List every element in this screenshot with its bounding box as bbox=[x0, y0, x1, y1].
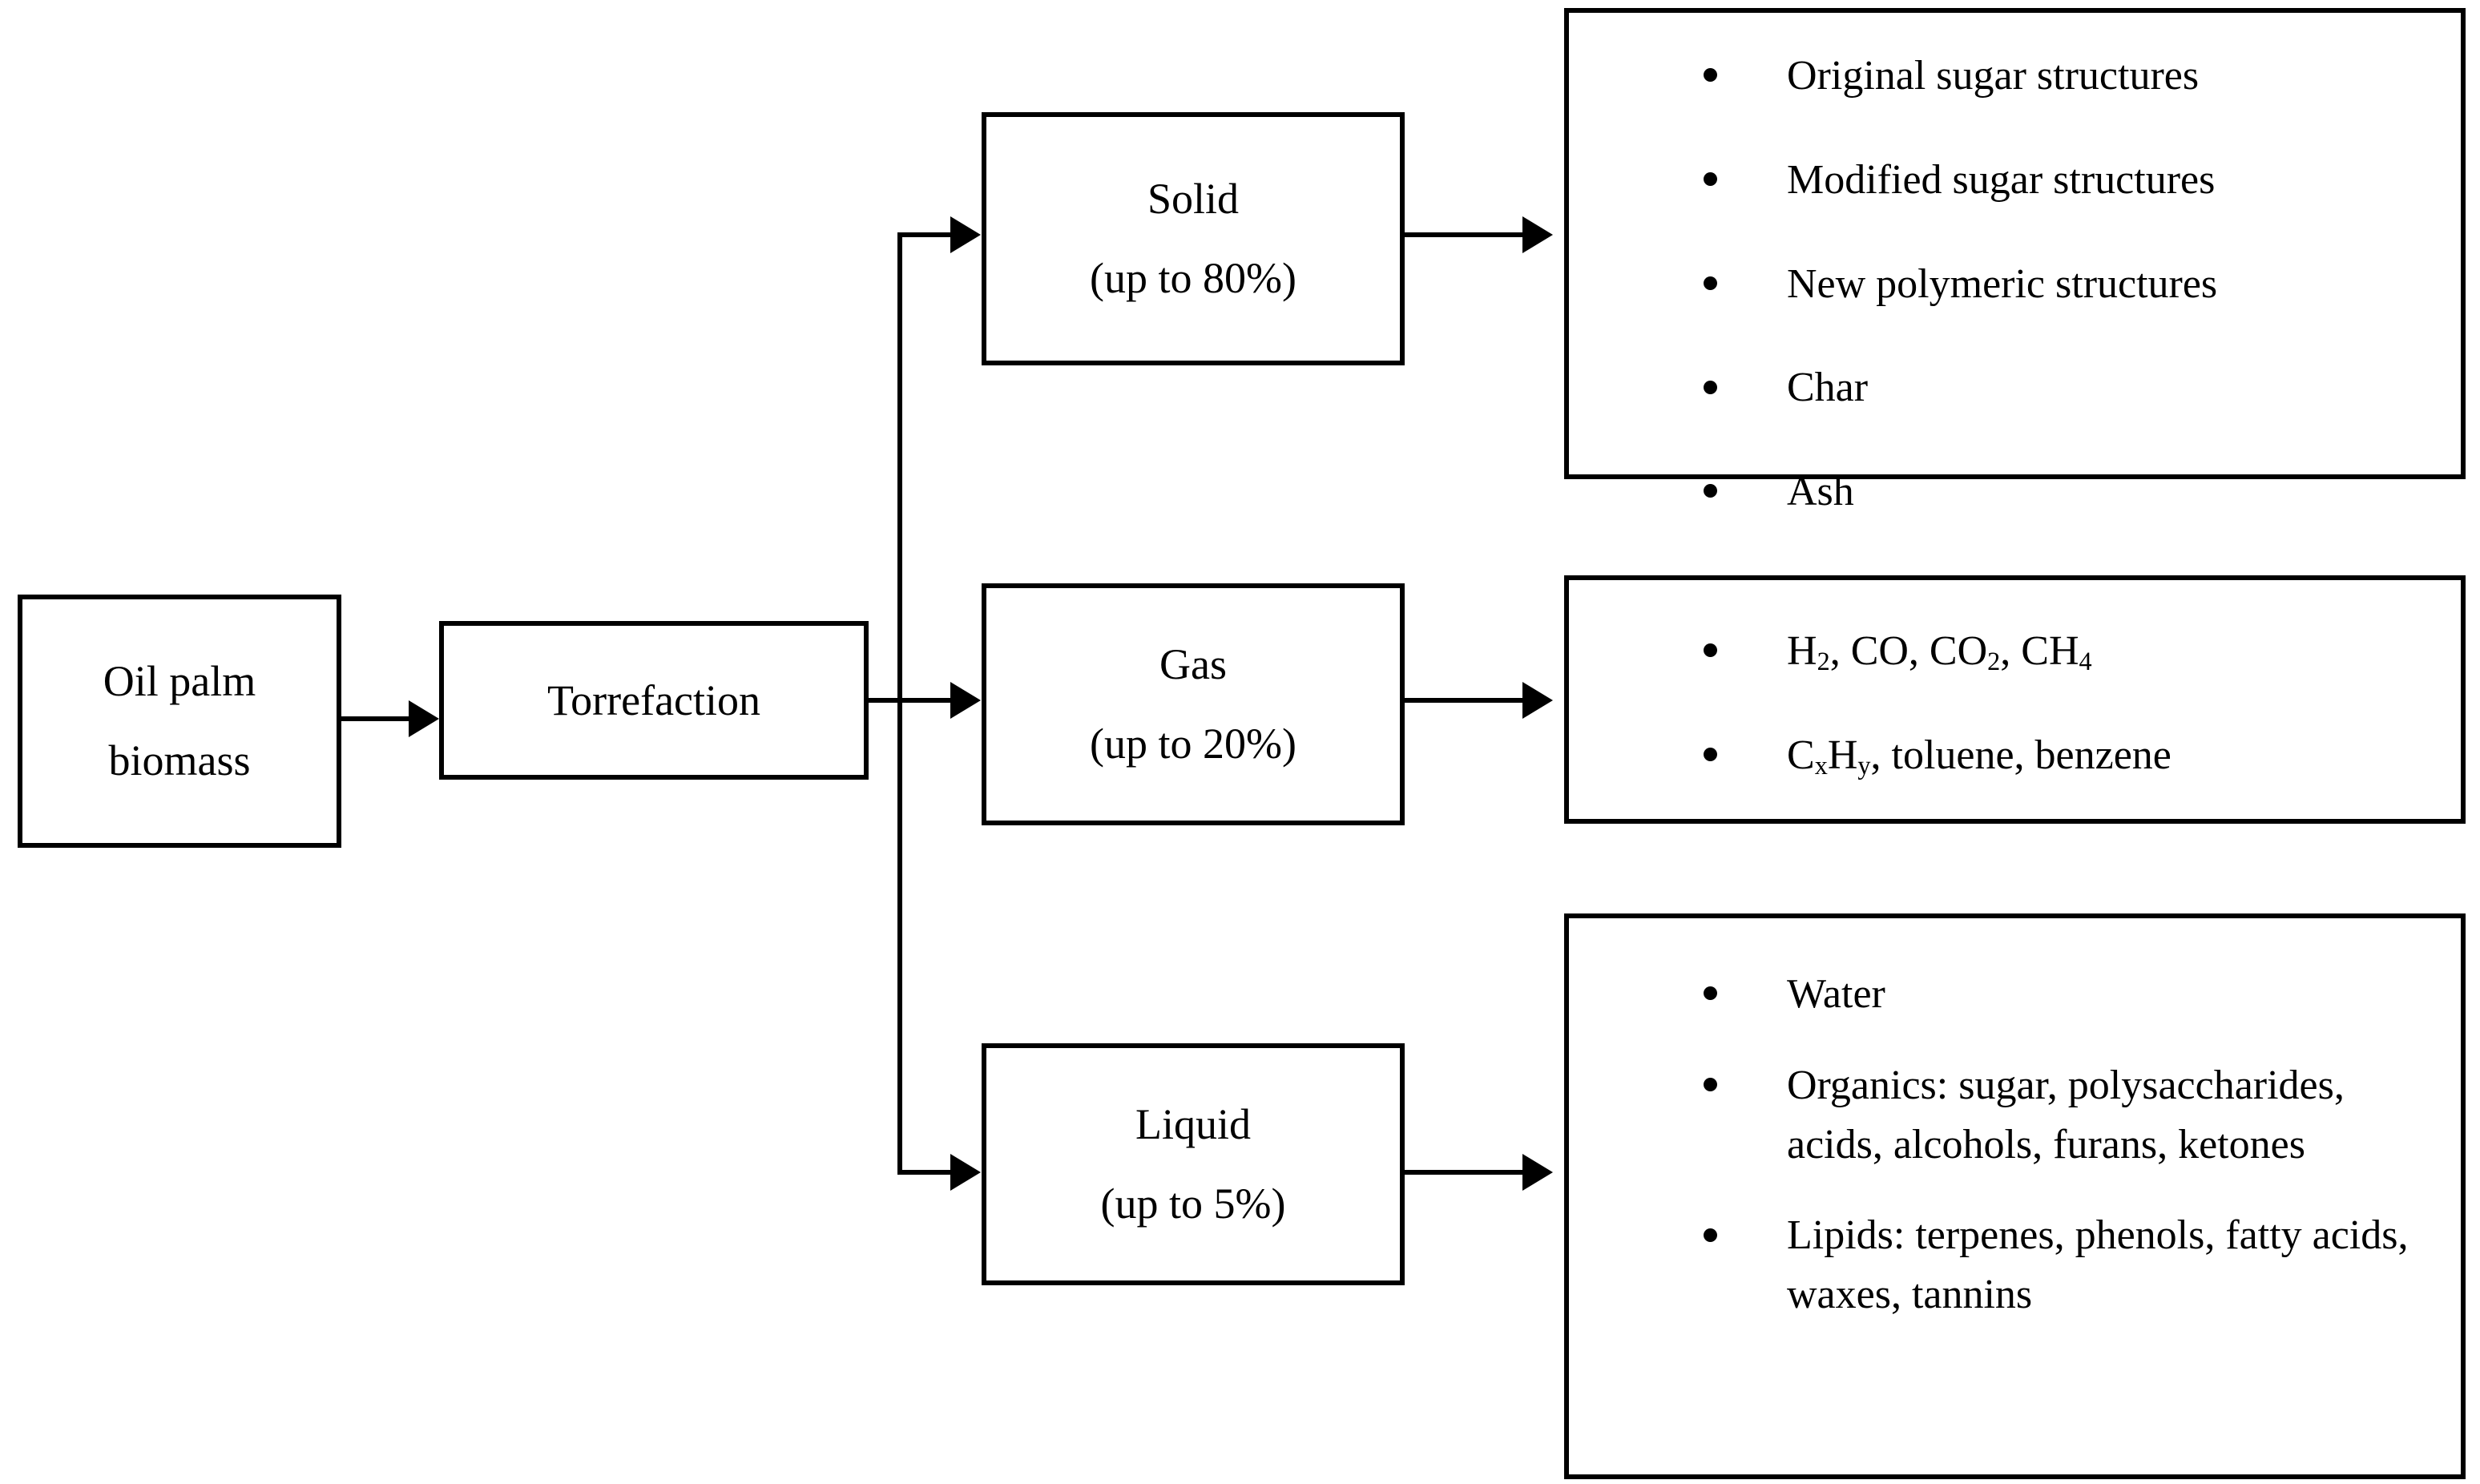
list-item-label: Modified sugar structures bbox=[1787, 156, 2216, 203]
node-oil-palm-biomass-line1: Oil palm bbox=[103, 657, 256, 706]
connector-process-to-trunk-line bbox=[869, 698, 902, 703]
list-item: Modified sugar structures bbox=[1689, 151, 2429, 210]
list-solid-products: Original sugar structures Modified sugar… bbox=[1564, 8, 2466, 514]
list-item-label: Original sugar structures bbox=[1787, 53, 2200, 99]
list-item: Char bbox=[1689, 358, 2429, 417]
connector-trunk-to-gas-arrowhead bbox=[950, 682, 981, 719]
bullet-dot-icon bbox=[1704, 484, 1717, 498]
node-solid[interactable]: Solid (up to 80%) bbox=[982, 112, 1405, 365]
bullet-dot-icon bbox=[1704, 986, 1717, 1001]
list-liquid-products: Water Organics: sugar, polysaccharides, … bbox=[1564, 913, 2466, 1479]
list-solid-items: Original sugar structures Modified sugar… bbox=[1689, 46, 2429, 522]
node-gas[interactable]: Gas (up to 20%) bbox=[982, 583, 1405, 825]
connector-liquid-to-list-arrowhead bbox=[1522, 1154, 1553, 1191]
list-item: Ash bbox=[1689, 462, 2429, 522]
connector-trunk-to-liquid-line bbox=[897, 1170, 955, 1175]
node-liquid[interactable]: Liquid (up to 5%) bbox=[982, 1043, 1405, 1285]
list-item-label: Ash bbox=[1787, 469, 1854, 515]
node-liquid-label: Liquid bbox=[1135, 1100, 1251, 1149]
node-torrefaction-line1: Torrefaction bbox=[546, 675, 761, 724]
bullet-dot-icon bbox=[1704, 643, 1717, 658]
list-item: Lipids: terpenes, phenols, fatty acids, … bbox=[1689, 1206, 2429, 1325]
list-item-label: Char bbox=[1787, 365, 1869, 411]
connector-gas-to-list-line bbox=[1405, 698, 1526, 703]
node-torrefaction[interactable]: Torrefaction bbox=[439, 621, 869, 780]
node-gas-percent: (up to 20%) bbox=[1090, 720, 1296, 768]
connector-trunk-to-solid-line bbox=[897, 232, 955, 237]
bullet-dot-icon bbox=[1704, 747, 1717, 761]
list-item-label: New polymeric structures bbox=[1787, 260, 2218, 307]
list-item: Original sugar structures bbox=[1689, 46, 2429, 106]
list-item: Organics: sugar, polysaccharides, acids,… bbox=[1689, 1056, 2429, 1175]
connector-trunk-to-liquid-arrowhead bbox=[950, 1154, 981, 1191]
connector-trunk-to-gas-line bbox=[897, 698, 955, 703]
connector-solid-to-list-line bbox=[1405, 232, 1526, 237]
list-item-label: Organics: sugar, polysaccharides, acids,… bbox=[1787, 1062, 2345, 1167]
node-gas-label: Gas bbox=[1159, 640, 1227, 689]
node-solid-percent: (up to 80%) bbox=[1090, 254, 1296, 302]
bullet-dot-icon bbox=[1704, 276, 1717, 290]
list-gas-items: H2, CO, CO2, CH4 CxHy, toluene, benzene bbox=[1689, 622, 2429, 785]
bullet-dot-icon bbox=[1704, 1228, 1717, 1242]
list-gas-products: H2, CO, CO2, CH4 CxHy, toluene, benzene bbox=[1564, 575, 2466, 824]
bullet-dot-icon bbox=[1704, 68, 1717, 83]
list-item: H2, CO, CO2, CH4 bbox=[1689, 622, 2429, 681]
connector-branch-trunk bbox=[897, 232, 902, 1175]
list-item: CxHy, toluene, benzene bbox=[1689, 726, 2429, 785]
list-item: Water bbox=[1689, 965, 2429, 1024]
connector-gas-to-list-arrowhead bbox=[1522, 682, 1553, 719]
connector-source-to-process-line bbox=[341, 716, 412, 721]
connector-source-to-process-arrowhead bbox=[409, 700, 439, 737]
connector-liquid-to-list-line bbox=[1405, 1170, 1526, 1175]
connector-solid-to-list-arrowhead bbox=[1522, 216, 1553, 253]
node-oil-palm-biomass-line2: biomass bbox=[108, 736, 251, 784]
list-item-label: CxHy, toluene, benzene bbox=[1787, 732, 2172, 780]
list-liquid-items: Water Organics: sugar, polysaccharides, … bbox=[1689, 965, 2429, 1357]
bullet-dot-icon bbox=[1704, 1077, 1717, 1091]
bullet-dot-icon bbox=[1704, 171, 1717, 186]
list-item-label: H2, CO, CO2, CH4 bbox=[1787, 628, 2092, 676]
list-item-label: Lipids: terpenes, phenols, fatty acids, … bbox=[1787, 1212, 2409, 1318]
node-liquid-percent: (up to 5%) bbox=[1100, 1180, 1286, 1228]
list-item-label: Water bbox=[1787, 971, 1885, 1017]
node-solid-label: Solid bbox=[1147, 175, 1240, 224]
connector-trunk-to-solid-arrowhead bbox=[950, 216, 981, 253]
list-item: New polymeric structures bbox=[1689, 255, 2429, 314]
bullet-dot-icon bbox=[1704, 380, 1717, 394]
node-oil-palm-biomass[interactable]: Oil palm biomass bbox=[18, 595, 341, 848]
